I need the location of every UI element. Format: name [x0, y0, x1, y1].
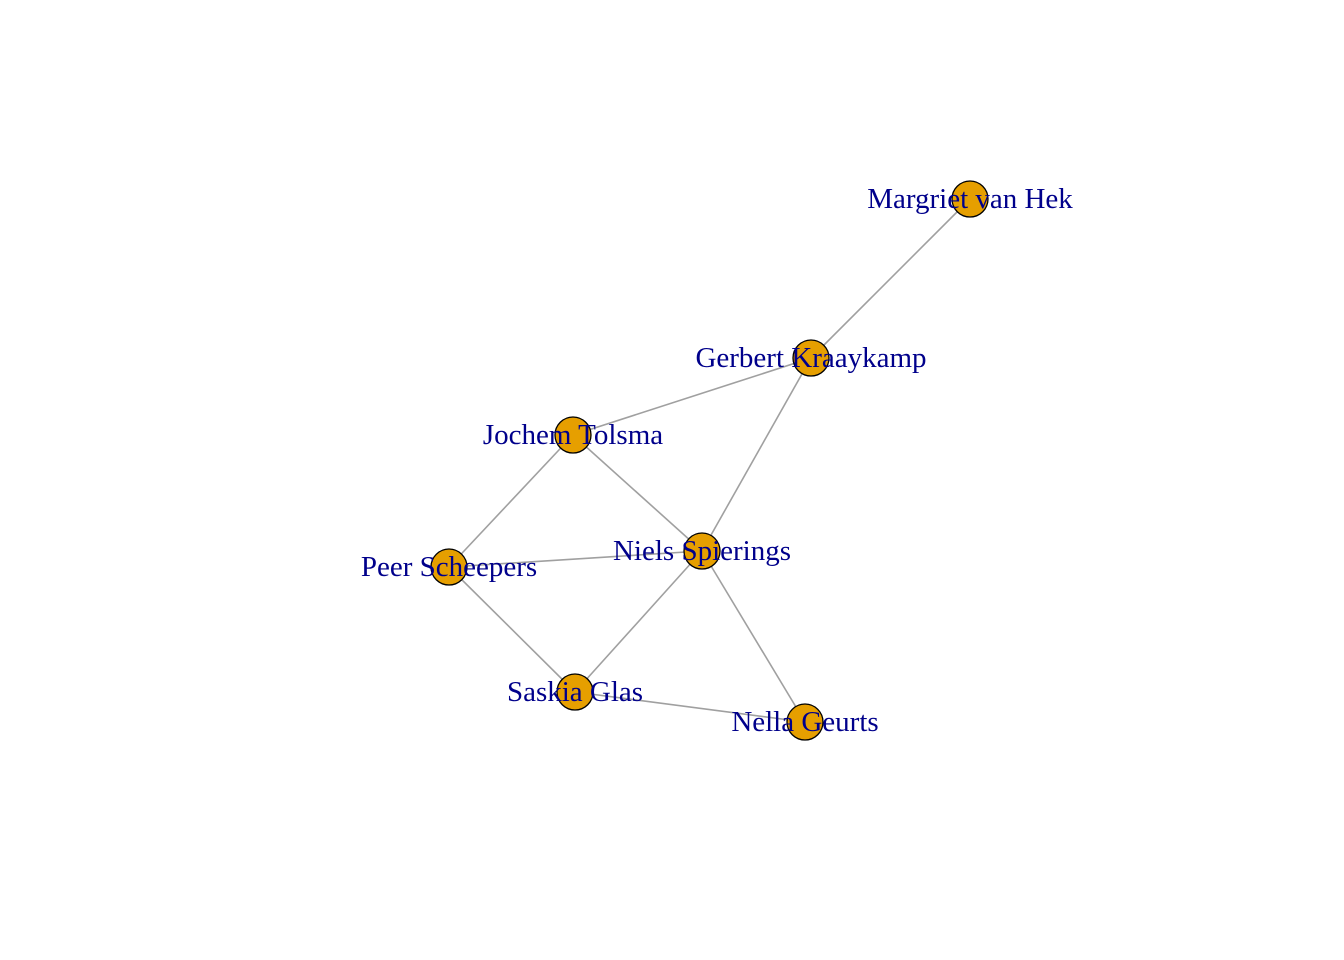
edge-niels-saskia: [574, 550, 703, 693]
node-peer[interactable]: [430, 548, 468, 586]
edges-layer: [448, 198, 971, 723]
node-nella[interactable]: [786, 703, 824, 741]
edge-margriet-gerbert: [810, 198, 971, 359]
edge-gerbert-jochem: [572, 357, 812, 436]
node-label-niels: Niels Spierings: [613, 535, 791, 567]
nodes-layer: [430, 180, 989, 741]
edge-gerbert-niels: [701, 357, 812, 552]
node-label-jochem: Jochem Tolsma: [483, 419, 663, 451]
edge-jochem-niels: [572, 434, 703, 552]
node-margriet[interactable]: [951, 180, 989, 218]
node-jochem[interactable]: [554, 416, 592, 454]
edge-peer-saskia: [448, 566, 576, 693]
edge-jochem-peer: [448, 434, 574, 568]
node-saskia[interactable]: [556, 673, 594, 711]
node-niels[interactable]: [683, 532, 721, 570]
edge-niels-nella: [701, 550, 806, 723]
node-label-nella: Nella Geurts: [731, 706, 878, 738]
node-label-gerbert: Gerbert Kraaykamp: [695, 342, 926, 374]
node-gerbert[interactable]: [792, 339, 830, 377]
node-label-saskia: Saskia Glas: [507, 676, 643, 708]
node-label-peer: Peer Scheepers: [361, 551, 537, 583]
node-label-margriet: Margriet van Hek: [867, 183, 1073, 215]
edge-saskia-nella: [574, 691, 806, 723]
edge-peer-niels: [448, 550, 703, 568]
